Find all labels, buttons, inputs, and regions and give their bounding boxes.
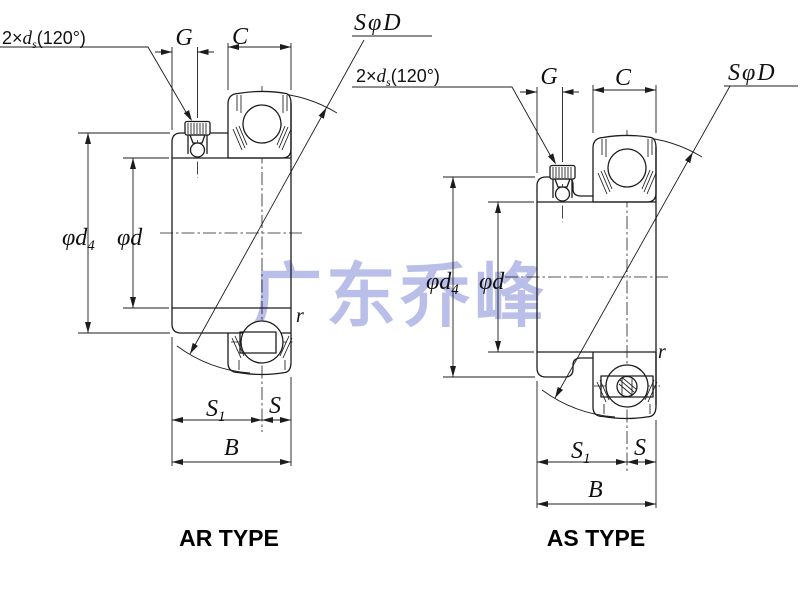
ar-label-sphere-dia: SφD [354,10,403,36]
as-label-b: B [588,477,603,503]
ar-label-set-screw: 2×ds(120°) [2,28,86,51]
as-type-label: AS TYPE [547,525,645,551]
ar-bearing-body [171,90,293,376]
as-dim-s1-s: S1 S [536,381,657,508]
as-dim-sphere: SφD [554,60,798,399]
ar-label-phi-d4: φd4 [62,225,95,254]
ar-seals [231,95,293,370]
as-dim-phi-d: φd [479,201,534,353]
as-ball-top [607,148,647,188]
ar-type-diagram: φd4 φd G C 2×ds(120°) [0,10,432,551]
ar-inner-ring-outline [171,132,292,334]
as-set-screw [549,164,576,202]
ar-set-screw [184,120,211,158]
as-label-s: S [634,435,646,461]
ar-dim-phi-d4: φd4 [62,132,170,334]
ar-set-screw-callout: 2×ds(120°) [0,28,192,121]
as-label-c: C [615,65,632,91]
ar-bore-lines [171,157,292,309]
ar-cage-section [239,331,277,354]
ar-dim-c: C [227,24,292,90]
as-label-r: r [658,341,666,363]
as-dim-phi-d4: φd4 [426,176,535,378]
as-label-phi-d4: φd4 [426,269,459,298]
ar-label-phi-d: φd [117,225,143,251]
ar-label-g: G [175,25,192,51]
as-bore-lines [536,201,657,353]
as-sphere-arc-bottom [541,389,616,418]
as-dim-c: C [592,65,657,133]
ar-ball-bottom [240,320,284,364]
ar-dim-b: B [172,435,291,465]
as-label-set-screw: 2×ds(120°) [356,66,440,89]
ar-ball-top [242,104,282,144]
ar-label-s: S [269,393,281,419]
ar-label-r: r [296,305,304,327]
ar-dim-g: G [155,25,214,130]
ar-type-label: AR TYPE [179,525,279,551]
ar-label-c: C [232,24,249,50]
ar-label-s1: S1 [206,396,226,425]
as-seals [596,139,658,414]
as-label-g: G [540,64,557,90]
as-type-diagram: φd4 φd G C 2×ds(120°) [352,60,798,551]
as-label-phi-d: φd [479,269,505,295]
ar-dim-sphere: SφD [189,10,432,355]
as-dim-g: G [520,64,579,173]
as-bearing-body [536,134,658,420]
as-set-screw-end-view [616,375,638,398]
as-label-sphere-dia: SφD [728,60,777,86]
ar-label-b: B [224,435,239,461]
ar-sphere-arc-bottom [176,345,251,374]
ar-dim-s1-s: S1 S [171,337,292,466]
as-set-screw-callout: 2×ds(120°) [352,66,556,165]
ar-outer-ring-bottom [227,332,292,376]
as-label-s1: S1 [571,438,591,467]
as-outer-ring-bottom [592,351,657,420]
as-dim-b: B [537,477,656,507]
watermark-text: 广东乔峰 [252,257,548,335]
ar-dim-phi-d: φd [117,157,169,309]
